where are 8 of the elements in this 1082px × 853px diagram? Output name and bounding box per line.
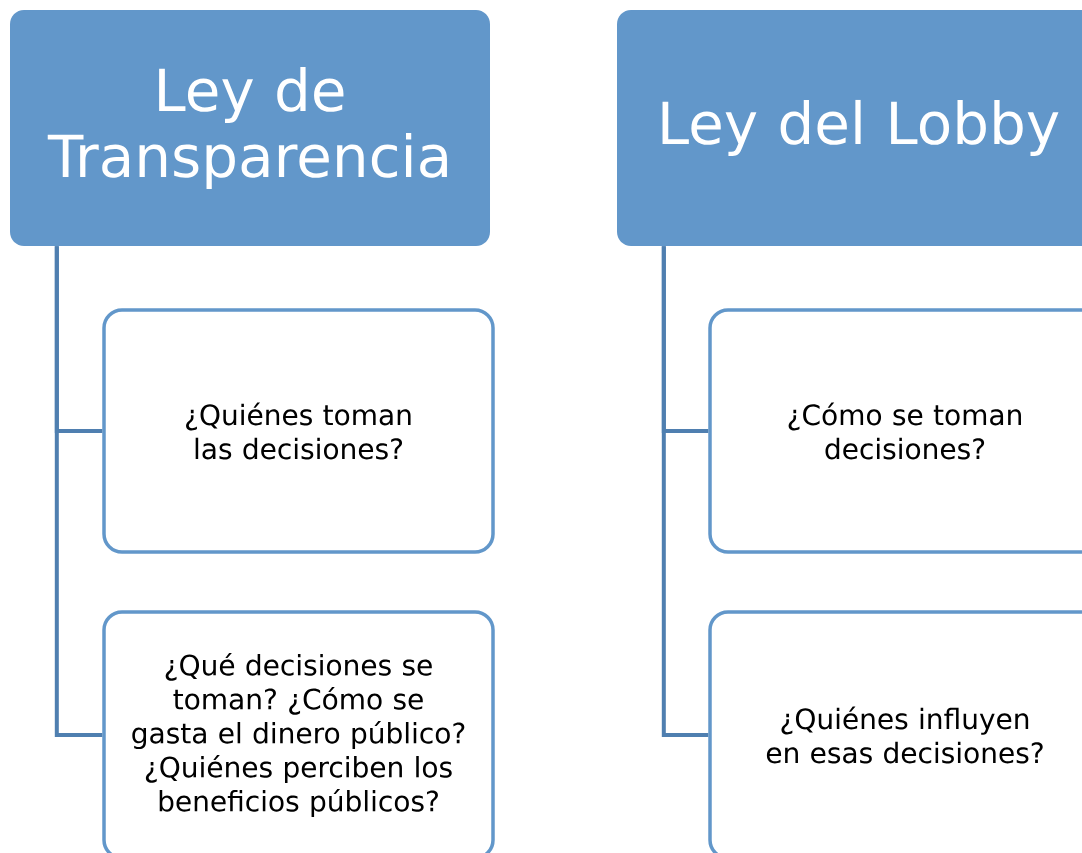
heading-box: Ley del Lobby xyxy=(617,10,1082,246)
connector-line xyxy=(54,246,103,737)
question-box: ¿Quiénes influyen en esas decisiones? xyxy=(708,610,1082,853)
question-box: ¿Quiénes toman las decisiones? xyxy=(102,308,495,554)
heading-box: Ley de Transparencia xyxy=(10,10,490,246)
question-box: ¿Qué decisiones se toman? ¿Cómo se gasta el dinero público? ¿Quiénes perciben los beneficios públicos? xyxy=(102,610,495,853)
question-box: ¿Cómo se toman decisiones? xyxy=(708,308,1082,554)
connector-line xyxy=(661,246,709,737)
